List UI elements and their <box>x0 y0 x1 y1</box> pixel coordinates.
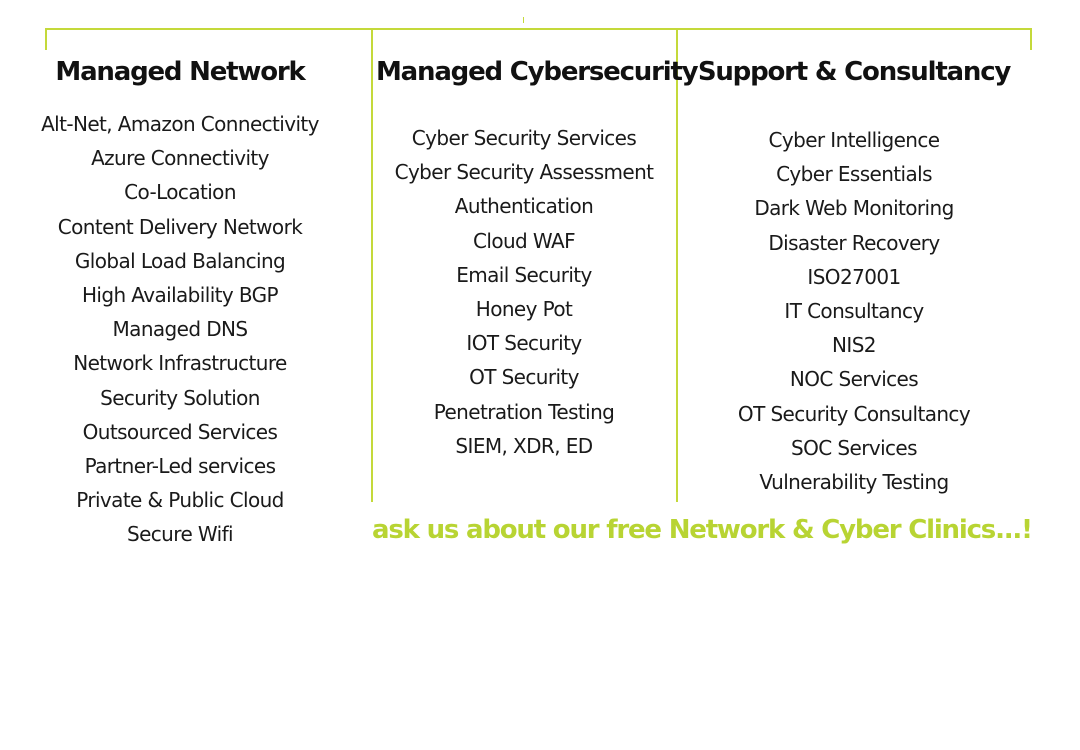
service-item[interactable]: OT Security Consultancy <box>737 401 971 426</box>
service-item[interactable]: Email Security <box>456 262 592 287</box>
service-item[interactable]: Cyber Essentials <box>776 162 932 187</box>
service-item[interactable]: Vulnerability Testing <box>759 469 949 494</box>
service-item[interactable]: Outsourced Services <box>82 419 278 444</box>
managed-network-column: Managed Network Alt-Net, Amazon Connecti… <box>20 55 340 551</box>
managed-cybersecurity-title: Managed Cybersecurity <box>376 57 699 87</box>
service-item[interactable]: Cyber Intelligence <box>768 128 941 152</box>
top-right-bracket <box>1030 28 1032 50</box>
service-item[interactable]: Private & Public Cloud <box>76 488 284 513</box>
service-item[interactable]: SIEM, XDR, ED <box>455 433 593 458</box>
managed-cybersecurity-list: Cyber Security Services Cyber Security A… <box>376 121 672 463</box>
service-item[interactable]: NOC Services <box>789 367 919 392</box>
service-item[interactable]: SOC Services <box>791 435 918 460</box>
service-item[interactable]: High Availability BGP <box>81 282 279 307</box>
service-item[interactable]: Alt-Net, Amazon Connectivity <box>41 112 319 136</box>
service-item[interactable]: NIS2 <box>832 333 876 358</box>
managed-cybersecurity-column: Managed Cybersecurity Cyber Security Ser… <box>376 55 699 463</box>
managed-network-list: Alt-Net, Amazon Connectivity Azure Conne… <box>20 107 340 551</box>
column-divider-2 <box>676 30 678 502</box>
support-consultancy-list: Cyber Intelligence Cyber Essentials Dark… <box>690 123 1018 499</box>
service-item[interactable]: Cyber Security Assessment <box>394 160 654 185</box>
support-consultancy-column: Support & Consultancy Cyber Intelligence… <box>690 55 1018 499</box>
service-item[interactable]: Co-Location <box>124 180 236 205</box>
service-item[interactable]: Azure Connectivity <box>91 146 269 171</box>
service-item[interactable]: Managed DNS <box>112 317 249 342</box>
service-item[interactable]: Penetration Testing <box>433 399 615 424</box>
service-item[interactable]: IT Consultancy <box>784 298 924 323</box>
clinics-cta-text[interactable]: ask us about our free Network & Cyber Cl… <box>372 515 1033 545</box>
service-item[interactable]: OT Security <box>469 365 579 390</box>
service-item[interactable]: Honey Pot <box>475 296 573 321</box>
managed-network-title: Managed Network <box>55 57 305 87</box>
top-divider-line <box>45 28 1032 30</box>
column-divider-1 <box>371 30 373 502</box>
service-item[interactable]: ISO27001 <box>807 264 901 289</box>
service-item[interactable]: Network Infrastructure <box>73 351 287 376</box>
service-item[interactable]: Secure Wifi <box>126 522 234 547</box>
service-item[interactable]: Dark Web Monitoring <box>754 196 954 221</box>
service-item[interactable]: Disaster Recovery <box>768 230 940 255</box>
service-item[interactable]: Global Load Balancing <box>74 248 286 273</box>
service-item[interactable]: IOT Security <box>466 331 582 356</box>
service-item[interactable]: Security Solution <box>100 385 260 410</box>
service-item[interactable]: Cloud WAF <box>473 228 576 253</box>
support-consultancy-title: Support & Consultancy <box>697 57 1012 87</box>
top-left-bracket <box>45 28 47 50</box>
service-item[interactable]: Authentication <box>454 194 594 219</box>
top-center-tick <box>523 17 524 23</box>
service-item[interactable]: Content Delivery Network <box>57 214 303 239</box>
service-item[interactable]: Partner-Led services <box>84 453 276 478</box>
service-item[interactable]: Cyber Security Services <box>411 126 637 150</box>
